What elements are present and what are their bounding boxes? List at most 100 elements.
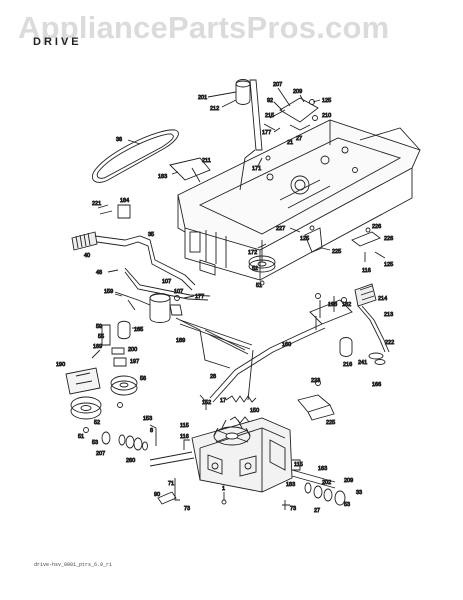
part-label: 241 [358, 360, 367, 366]
part-label: 226 [384, 236, 393, 242]
part-label: 214 [378, 296, 387, 302]
part-label: 59 [96, 324, 102, 330]
part-label: 207 [96, 451, 105, 457]
transaxle [149, 417, 336, 505]
pedal-linkage [235, 79, 319, 191]
part-label: 223 [311, 378, 320, 384]
part-label: 1 [222, 486, 225, 492]
right-axle-washers [282, 459, 346, 510]
brackets [97, 157, 211, 219]
part-label: 40 [84, 253, 90, 259]
part-label: 177 [195, 294, 204, 300]
page-title: DRIVE [33, 36, 82, 48]
part-label: 107 [162, 279, 171, 285]
part-label: 17 [220, 398, 226, 404]
part-label: 207 [273, 82, 282, 88]
part-label: 215 [265, 113, 274, 119]
part-label: 27 [296, 136, 302, 142]
part-label: 260 [126, 458, 135, 464]
part-label: 153 [143, 416, 152, 422]
part-label: 53 [92, 440, 98, 446]
left-parts [65, 320, 138, 408]
part-label: 73 [184, 506, 190, 512]
clutch-linkage [114, 267, 253, 369]
part-label: 213 [384, 312, 393, 318]
part-label: 36 [116, 137, 122, 143]
part-label: 172 [248, 250, 257, 256]
part-label: 227 [276, 226, 285, 232]
part-label: 160 [282, 342, 291, 348]
part-label: 159 [104, 289, 113, 295]
part-label: 53 [344, 502, 350, 508]
part-label: 116 [180, 434, 189, 440]
part-label: 125 [300, 236, 309, 242]
part-label: 171 [252, 166, 261, 172]
left-axle-washers [101, 424, 190, 505]
part-label: 51 [78, 434, 84, 440]
part-label: 221 [92, 201, 101, 207]
part-label: 165 [134, 327, 143, 333]
lower-bracket [297, 380, 335, 421]
part-label: 190 [56, 362, 65, 368]
part-label: 115 [180, 423, 189, 429]
part-label: 27 [314, 508, 320, 514]
part-label: 92 [267, 98, 273, 104]
right-brackets [304, 225, 386, 262]
part-label: 116 [362, 268, 371, 274]
part-label: 216 [343, 362, 352, 368]
part-label: 189 [176, 338, 185, 344]
tractor-frame [177, 119, 421, 281]
part-label: 212 [210, 106, 219, 112]
part-label: 166 [372, 382, 381, 388]
part-label: 197 [130, 359, 139, 365]
part-label: 183 [286, 482, 295, 488]
idler-pulley-upper [248, 240, 276, 286]
part-label: 52 [94, 420, 100, 426]
lower-left-pulley [70, 396, 102, 433]
part-label: 107 [174, 289, 183, 295]
part-label: 184 [120, 198, 129, 204]
part-label: 225 [332, 249, 341, 255]
footer-code: drive-hsv_0001_ptrs_6.9_r1 [34, 562, 113, 568]
part-label: 163 [318, 466, 327, 472]
part-label: 21 [287, 140, 293, 146]
part-label: 226 [372, 224, 381, 230]
part-label: 198 [328, 302, 337, 308]
part-label: 115 [294, 462, 303, 468]
part-label: 202 [322, 480, 331, 486]
part-label: 28 [210, 374, 216, 380]
part-label: 56 [140, 376, 146, 382]
drive-belt [91, 129, 179, 183]
part-label: 201 [198, 95, 207, 101]
part-label: 8 [150, 428, 153, 434]
part-label: 71 [168, 481, 174, 487]
part-label: 35 [148, 232, 154, 238]
part-label: 183 [158, 174, 167, 180]
part-label: 150 [250, 408, 259, 414]
part-label: 125 [322, 98, 331, 104]
part-label: 209 [293, 89, 302, 95]
part-label: 169 [93, 344, 102, 350]
part-label: 90 [154, 492, 160, 498]
part-label: 125 [384, 262, 393, 268]
part-label: 48 [96, 270, 102, 276]
brake-pedal-assembly [209, 283, 390, 403]
part-label: 182 [342, 302, 351, 308]
part-label: 209 [344, 478, 353, 484]
part-label: 73 [290, 506, 296, 512]
part-label: 177 [262, 130, 271, 136]
part-label: 52 [252, 266, 258, 272]
shift-lever [71, 231, 196, 291]
part-label: 225 [326, 420, 335, 426]
part-label: 211 [202, 158, 211, 164]
part-label: 51 [256, 283, 262, 289]
part-label: 152 [202, 400, 211, 406]
part-label: 200 [128, 347, 137, 353]
part-labels: 201 212 207 92 209 125 215 27 210 177 21… [56, 82, 395, 515]
part-label: 222 [385, 340, 394, 346]
part-label: 55 [98, 334, 104, 340]
part-label: 33 [356, 490, 362, 496]
part-label: 210 [322, 113, 331, 119]
